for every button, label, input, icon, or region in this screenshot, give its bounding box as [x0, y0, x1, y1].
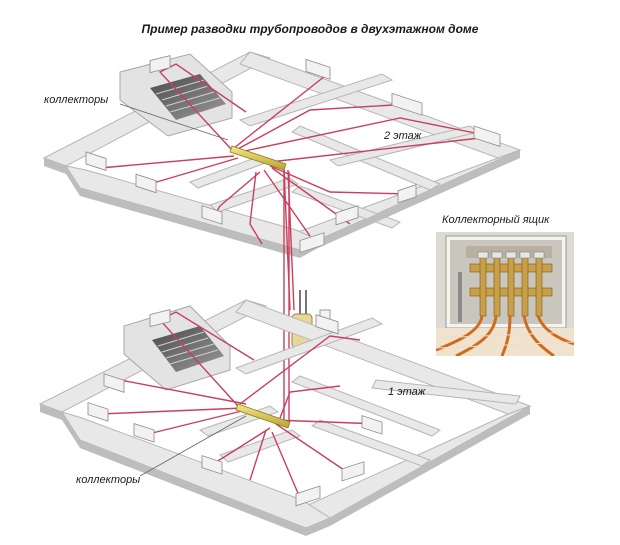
radiator-icon	[315, 314, 339, 335]
radiator-icon	[149, 309, 171, 328]
radiator-icon	[85, 151, 107, 171]
floor-2-wall-sides	[44, 150, 520, 258]
floor-1-radiators	[87, 309, 383, 507]
floor-1-walls	[38, 299, 532, 529]
radiator-icon	[305, 58, 331, 80]
floor-2-label: 2 этаж	[384, 130, 422, 142]
radiator-icon	[473, 125, 501, 147]
collectors-top-leader	[119, 103, 229, 141]
radiator-icon	[391, 92, 423, 116]
floor-2	[42, 51, 522, 311]
radiator-icon	[397, 184, 417, 204]
radiator-icon	[133, 423, 155, 443]
floor-1	[38, 299, 532, 536]
radiator-icon	[361, 415, 383, 435]
floor-1-wall-sides	[40, 404, 530, 536]
radiator-icon	[103, 373, 125, 393]
diagram-title: Пример разводки трубопроводов в двухэтаж…	[141, 22, 479, 36]
collector-box-label: Коллекторный ящик	[442, 214, 550, 226]
radiator-icon	[335, 205, 359, 226]
radiator-icon	[135, 173, 157, 194]
floor-2-radiators	[85, 55, 501, 254]
radiator-icon	[201, 455, 223, 475]
collector-box-photo	[436, 232, 574, 356]
collector-bar-icon	[235, 403, 291, 429]
radiator-icon	[341, 461, 365, 482]
radiator-icon	[87, 402, 109, 422]
radiator-icon	[149, 55, 171, 74]
collectors-top-label: коллекторы	[44, 94, 109, 106]
floor-2-pipes	[99, 63, 481, 311]
riser-pipes	[283, 170, 290, 424]
collectors-bottom-label: коллекторы	[76, 474, 141, 486]
floor-1-label: 1 этаж	[388, 386, 426, 398]
radiator-icon	[295, 485, 321, 507]
radiator-icon	[201, 205, 223, 225]
collectors-bottom-leader	[139, 415, 247, 477]
radiator-icon	[299, 232, 325, 254]
collector-box-illustration	[436, 232, 574, 356]
